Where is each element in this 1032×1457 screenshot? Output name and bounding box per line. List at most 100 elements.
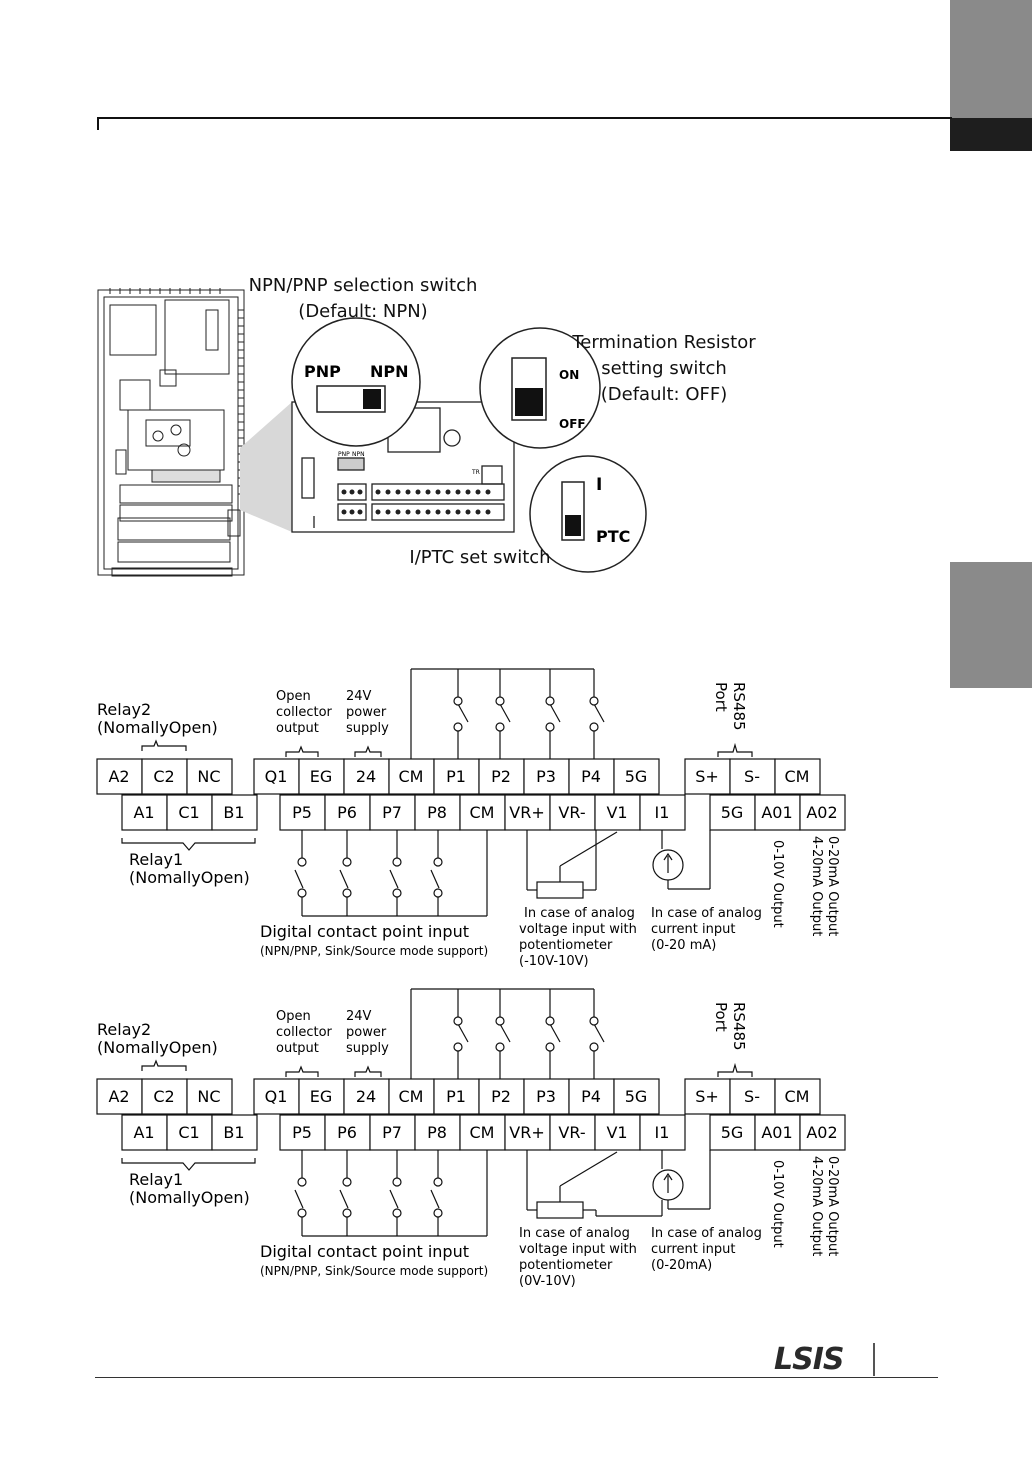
terminal-A2-2: A2 bbox=[108, 1087, 129, 1106]
current-label-1: In case of analog bbox=[651, 906, 762, 921]
oc-label-3: output bbox=[276, 721, 319, 736]
terminal-5G-bottom: 5G bbox=[721, 803, 744, 822]
terminal-P4: P4 bbox=[581, 767, 601, 786]
terminal-B1: B1 bbox=[223, 803, 244, 822]
voltage-label-2-2: voltage input with bbox=[519, 1242, 637, 1257]
current-label-1-2: In case of analog bbox=[651, 1226, 762, 1241]
terminal-I1: I1 bbox=[655, 803, 670, 822]
off-label: OFF bbox=[559, 417, 586, 431]
terminal-24: 24 bbox=[356, 767, 376, 786]
terminal-C1-2: C1 bbox=[178, 1123, 199, 1142]
terminal-NC: NC bbox=[197, 767, 220, 786]
i-label: I bbox=[596, 475, 602, 495]
switch-contacts bbox=[297, 696, 599, 898]
side-tab-active bbox=[950, 118, 1032, 151]
terminal-Q1-2: Q1 bbox=[265, 1087, 288, 1106]
pnp-label: PNP bbox=[304, 362, 341, 381]
ptc-label: PTC bbox=[596, 527, 630, 546]
terminal-diagram-2: A2 C2 NC Q1 EG 24 CM P1 P2 P3 P4 5G S+ S… bbox=[96, 988, 846, 1289]
terminal-P2: P2 bbox=[491, 767, 511, 786]
oc-label-2-2: collector bbox=[276, 1025, 333, 1040]
lsis-logo: LSIS bbox=[774, 1342, 844, 1377]
terminal-CM-bottom-2: CM bbox=[470, 1123, 495, 1142]
terminal-EG-2: EG bbox=[310, 1087, 333, 1106]
termination-title2-text: setting switch bbox=[601, 358, 727, 379]
relay1-label-2: Relay1 bbox=[129, 1170, 183, 1189]
board-npn-label: NPN bbox=[352, 451, 365, 458]
current-output-label-b-2: 4-20mA Output bbox=[809, 1156, 824, 1256]
terminal-B1-2: B1 bbox=[223, 1123, 244, 1142]
terminal-P4-2: P4 bbox=[581, 1087, 601, 1106]
voltage-label-2: voltage input with bbox=[519, 922, 637, 937]
on-label: ON bbox=[559, 368, 579, 382]
terminal-A1: A1 bbox=[133, 803, 154, 822]
terminal-P8-2: P8 bbox=[427, 1123, 447, 1142]
terminal-A02-2: A02 bbox=[806, 1123, 837, 1142]
terminal-P2-2: P2 bbox=[491, 1087, 511, 1106]
top-terminal-row bbox=[96, 758, 821, 795]
oc-label-1-2: Open bbox=[276, 1009, 311, 1024]
terminal-VR-plus: VR+ bbox=[509, 803, 544, 822]
terminal-A01: A01 bbox=[761, 803, 792, 822]
terminal-P7-2: P7 bbox=[382, 1123, 402, 1142]
relay2-label-2: Relay2 bbox=[97, 1020, 151, 1039]
header-tick bbox=[97, 117, 99, 130]
voltage-output-label-2: 0-10V Output bbox=[770, 1160, 785, 1248]
terminal-A2: A2 bbox=[108, 767, 129, 786]
terminal-CM-rs485-2: CM bbox=[785, 1087, 810, 1106]
current-output-label-b: 4-20mA Output bbox=[809, 836, 824, 936]
terminal-24-2: 24 bbox=[356, 1087, 376, 1106]
board-tr-label: TR bbox=[471, 469, 480, 476]
iptc-title: I/PTC set switch bbox=[409, 547, 551, 568]
terminal-V1-2: V1 bbox=[606, 1123, 627, 1142]
terminal-P3-2: P3 bbox=[536, 1087, 556, 1106]
terminal-VR-plus-2: VR+ bbox=[509, 1123, 544, 1142]
current-output-label-a-2: 0-20mA Output bbox=[825, 1156, 840, 1256]
terminal-P7: P7 bbox=[382, 803, 402, 822]
iptc-switch-magnifier: I PTC bbox=[529, 455, 647, 573]
footer-rule bbox=[95, 1377, 938, 1378]
ps-label-1-2: 24V bbox=[346, 1009, 372, 1024]
terminal-P1-2: P1 bbox=[446, 1087, 466, 1106]
side-tab-top bbox=[950, 0, 1032, 118]
relay1-sub-label-2: (NomallyOpen) bbox=[129, 1188, 250, 1207]
npn-pnp-default-text: (Default: NPN) bbox=[298, 301, 428, 322]
terminal-NC-2: NC bbox=[197, 1087, 220, 1106]
current-label-3: (0-20 mA) bbox=[651, 938, 716, 953]
zoom-projection bbox=[240, 402, 292, 532]
voltage-label-1: In case of analog bbox=[524, 906, 635, 921]
digital-input-label: Digital contact point input bbox=[260, 922, 469, 941]
terminal-S-minus-2: S- bbox=[744, 1087, 760, 1106]
terminal-S-plus-2: S+ bbox=[695, 1087, 719, 1106]
terminal-5G: 5G bbox=[625, 767, 648, 786]
current-label-2-2: current input bbox=[651, 1242, 735, 1257]
terminal-P3: P3 bbox=[536, 767, 556, 786]
terminal-P1: P1 bbox=[446, 767, 466, 786]
inverter-drawing bbox=[97, 289, 245, 577]
ps-label-3-2: supply bbox=[346, 1041, 389, 1056]
relay2-label: Relay2 bbox=[97, 700, 151, 719]
digital-input-label-2: Digital contact point input bbox=[260, 1242, 469, 1261]
termination-title: Termination Resistor setting switch (Def… bbox=[566, 330, 762, 408]
switch-contacts-2 bbox=[297, 1016, 599, 1218]
ps-label-1: 24V bbox=[346, 689, 372, 704]
terminal-VR-minus-2: VR- bbox=[558, 1123, 585, 1142]
terminal-C2-2: C2 bbox=[153, 1087, 174, 1106]
terminal-Q1: Q1 bbox=[265, 767, 288, 786]
header-rule bbox=[97, 117, 952, 119]
terminal-EG: EG bbox=[310, 767, 333, 786]
terminal-VR-minus: VR- bbox=[558, 803, 585, 822]
rs485-port-label: Port bbox=[712, 682, 730, 712]
side-tab-mid bbox=[950, 562, 1032, 688]
npn-pnp-title-text: NPN/PNP selection switch bbox=[248, 275, 478, 296]
oc-label-1: Open bbox=[276, 689, 311, 704]
voltage-label-4: (-10V-10V) bbox=[519, 954, 589, 969]
logo-separator bbox=[873, 1343, 875, 1376]
terminal-5G-bottom-2: 5G bbox=[721, 1123, 744, 1142]
voltage-label-3: potentiometer bbox=[519, 938, 613, 953]
terminal-P6: P6 bbox=[337, 803, 357, 822]
oc-label-3-2: output bbox=[276, 1041, 319, 1056]
terminal-S-minus: S- bbox=[744, 767, 760, 786]
wiring bbox=[121, 668, 753, 917]
bottom-terminal-row-2 bbox=[121, 1114, 846, 1151]
